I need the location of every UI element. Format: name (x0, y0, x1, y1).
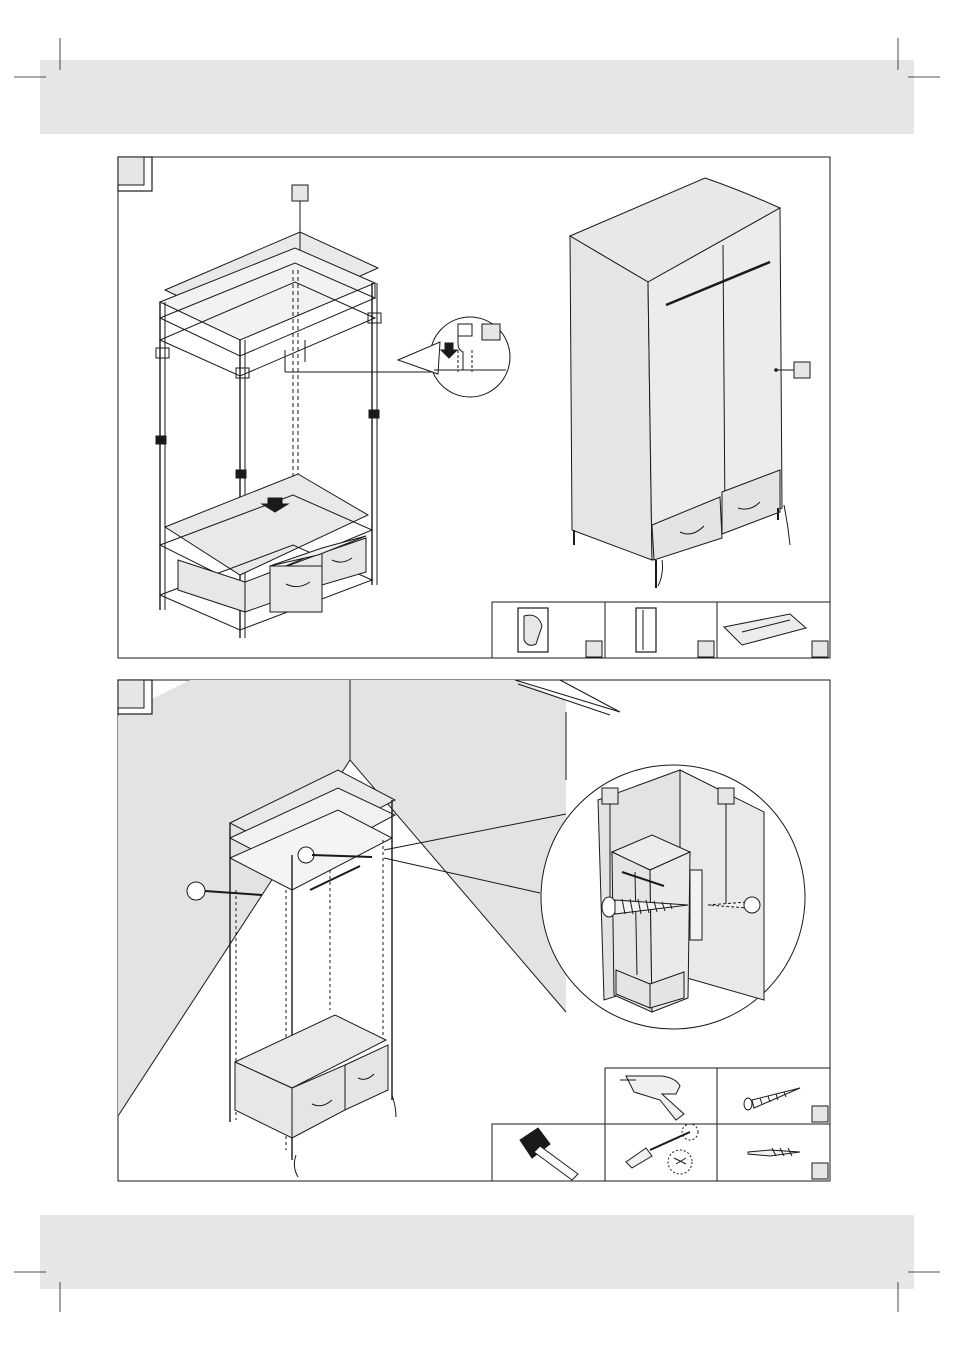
tools-strip (491, 1067, 831, 1182)
covered-wardrobe-figure (568, 177, 811, 588)
wall-plug-icon (747, 1147, 829, 1180)
crop-marks (14, 38, 940, 1312)
velcro-strap-icon (517, 607, 603, 658)
footer-band (40, 1215, 914, 1289)
corner-support-icon (635, 607, 715, 658)
step-two-panel (117, 679, 831, 1182)
frame-shelves-figure (155, 184, 440, 638)
clip-detail-zoom (396, 316, 511, 398)
power-drill-icon (620, 1075, 685, 1121)
parts-strip (491, 601, 831, 659)
step-one-panel (117, 156, 831, 659)
screwdriver-icon (625, 1123, 699, 1175)
hammer-icon (519, 1127, 579, 1181)
drawer-boxes (177, 535, 367, 613)
shelf-board-icon (722, 613, 829, 658)
header-band (40, 60, 914, 134)
frame-wall-anchoring-figure (186, 769, 567, 1178)
down-arrow-icon (439, 342, 459, 359)
screw-icon (743, 1087, 829, 1123)
wall-plug-detail-zoom (540, 764, 806, 1030)
